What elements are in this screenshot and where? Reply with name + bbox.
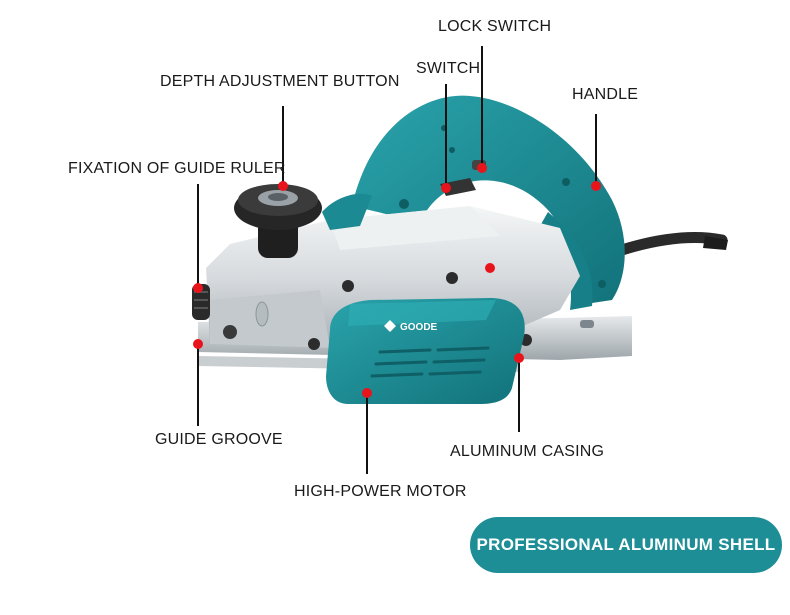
label-switch: SWITCH bbox=[416, 60, 481, 77]
marker-high-power-motor bbox=[362, 388, 372, 398]
marker-depth-adjustment bbox=[278, 181, 288, 191]
label-handle: HANDLE bbox=[572, 86, 639, 103]
label-high-power-motor: HIGH-POWER MOTOR bbox=[294, 483, 467, 500]
cord-strain-relief bbox=[703, 236, 728, 250]
marker-fixation-guide-ruler bbox=[193, 283, 203, 293]
marker-lock-switch bbox=[477, 163, 487, 173]
badge-text: PROFESSIONAL ALUMINUM SHELL bbox=[476, 535, 776, 554]
professional-aluminum-shell-badge: PROFESSIONAL ALUMINUM SHELL bbox=[470, 517, 782, 573]
marker-handle bbox=[591, 181, 601, 191]
label-fixation-of-guide-ruler: FIXATION OF GUIDE RULER bbox=[68, 160, 286, 177]
label-depth-adjustment-button: DEPTH ADJUSTMENT BUTTON bbox=[160, 73, 400, 90]
marker-aluminum-casing bbox=[514, 353, 524, 363]
marker-guide-groove bbox=[193, 339, 203, 349]
marker-aluminum-body bbox=[485, 263, 495, 273]
handle-body bbox=[352, 95, 625, 307]
label-guide-groove: GUIDE GROOVE bbox=[155, 431, 283, 448]
brand-logo-icon bbox=[384, 320, 396, 332]
marker-switch bbox=[441, 183, 451, 193]
brand-name: GOODE bbox=[400, 322, 438, 333]
motor-vents bbox=[370, 346, 490, 378]
label-aluminum-casing: ALUMINUM CASING bbox=[450, 443, 605, 460]
label-lock-switch: LOCK SWITCH bbox=[438, 18, 552, 35]
